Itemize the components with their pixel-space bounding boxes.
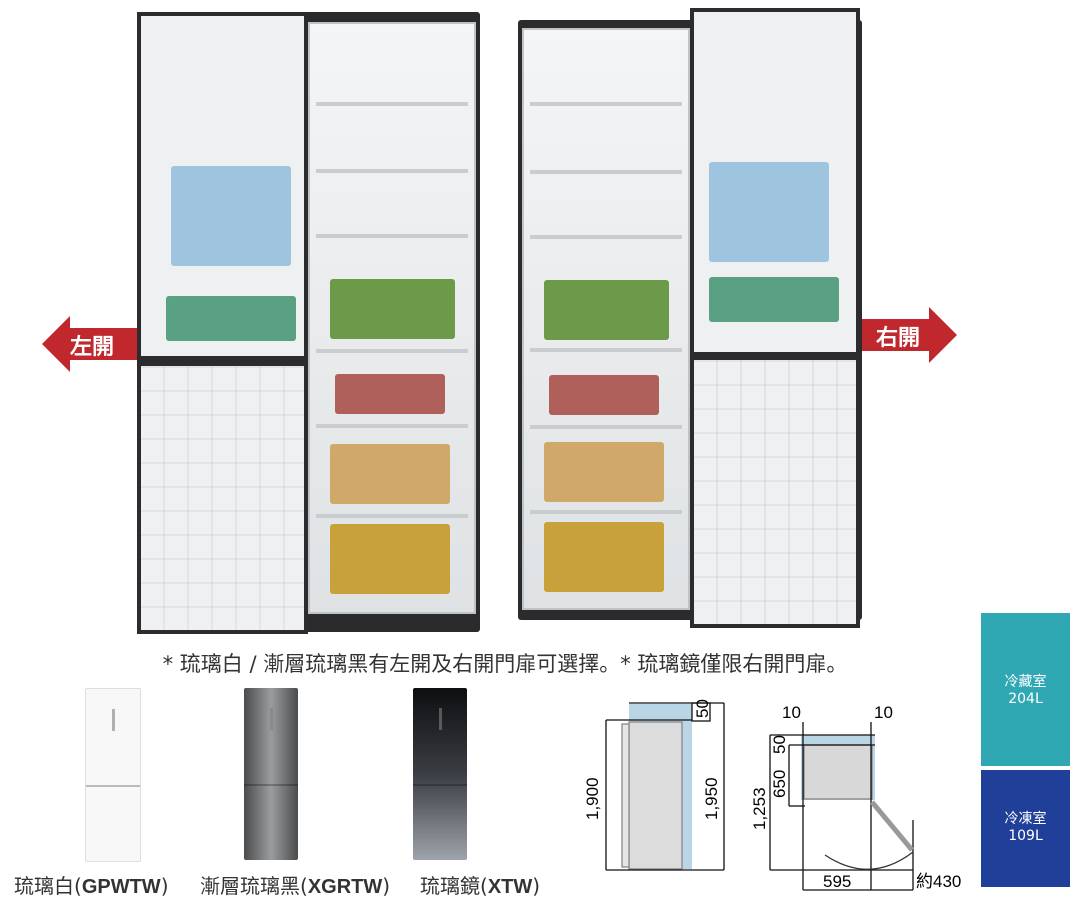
left-open-label: 左開 [70,335,115,360]
model-code: XTW [487,876,533,898]
model-gradient-black-label: 漸層琉璃黑(XGRTW) [200,874,391,898]
dim-body-height: 1,900 [583,777,602,820]
model-mirror-label: 琉璃鏡(XTW) [420,874,541,898]
left-open-arrow: 左開 [42,316,137,372]
dim-depth-top: 50 [770,735,789,754]
model-name: 琉璃鏡 [420,874,480,898]
model-mirror-swatch [413,688,467,860]
model-white-label: 琉璃白(GPWTW) [14,874,169,898]
dim-side-right: 10 [874,703,893,722]
door-option-note: * 琉璃白 / 漸層琉璃黑有左開及右開門扉可選擇。* 琉璃鏡僅限右開門扉。 [162,652,848,676]
freezer-capacity-label: 冷凍室 [1004,811,1047,827]
dim-total-height: 1,950 [702,777,721,820]
right-open-label: 右開 [876,326,921,351]
dimension-diagram: 1,900 1,950 50 10 10 1,253 50 650 595 約4… [583,699,961,891]
fridge-left-upper-door [137,12,308,360]
fridge-right-upper-door [690,8,860,356]
dim-side-left: 10 [782,703,801,722]
fridge-right-lower-door [690,356,860,628]
model-code: GPWTW [81,876,161,898]
arrow-right-icon [862,307,957,363]
fridge-capacity-value: 204L [1008,691,1043,707]
dim-door-swing: 約430 [916,872,961,891]
arrow-left-icon [42,316,137,372]
fridge-capacity-block: 冷藏室 204L [981,613,1070,766]
dim-open-depth: 1,253 [750,787,769,830]
dim-width: 595 [823,872,851,891]
freezer-capacity-value: 109L [1008,828,1043,844]
fridge-left-interior [308,22,476,614]
model-gradient-black-swatch [244,688,298,860]
model-white-swatch [85,688,141,862]
fridge-capacity-label: 冷藏室 [1004,674,1047,690]
dim-top-clearance: 50 [693,699,712,718]
model-name: 琉璃白 [14,874,74,898]
model-name: 漸層琉璃黑 [200,874,300,898]
freezer-capacity-block: 冷凍室 109L [981,770,1070,887]
fridge-left-lower-door [137,362,308,634]
model-code: XGRTW [307,876,383,898]
fridge-right-interior [522,28,690,610]
right-open-arrow: 右開 [862,307,957,363]
dim-depth: 650 [770,770,789,798]
